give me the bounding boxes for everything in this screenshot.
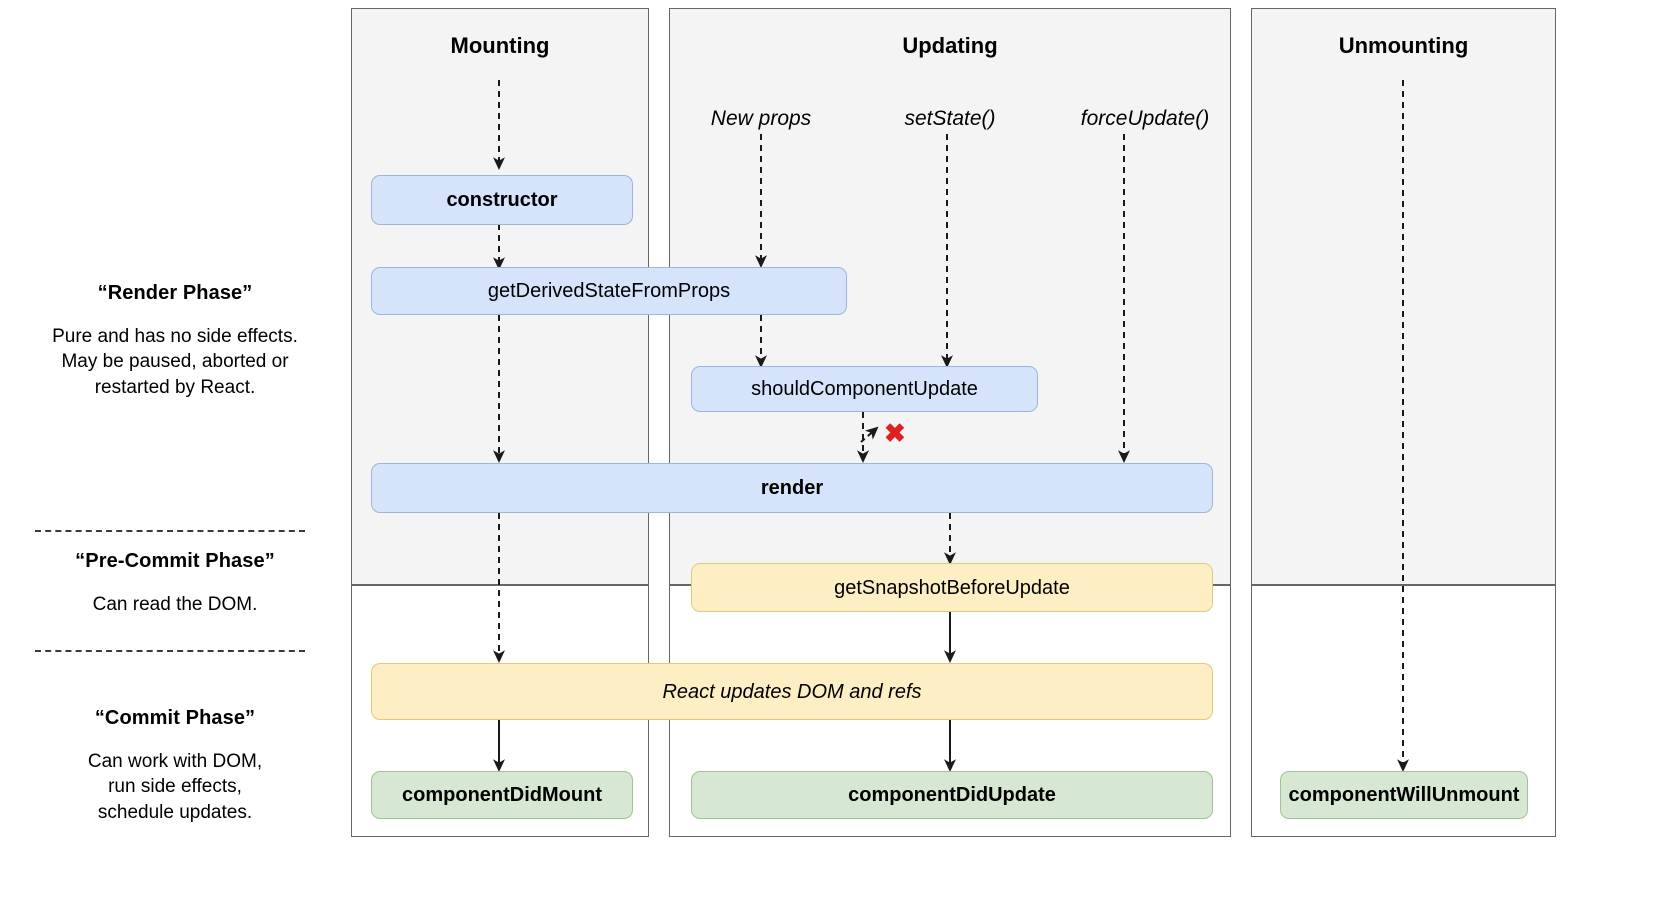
phase-commit-title: “Commit Phase” xyxy=(94,707,256,729)
trigger-set-state: setState() xyxy=(904,107,996,130)
phase-render-description: Pure and has no side effects. May be pau… xyxy=(52,326,298,398)
column-title-mounting: Mounting xyxy=(450,33,550,58)
phase-pre-commit-description: Can read the DOM. xyxy=(92,594,258,616)
node-react-updates-dom-and-refs[interactable]: React updates DOM and refs xyxy=(371,663,1213,720)
node-component-did-mount[interactable]: componentDidMount xyxy=(371,771,633,819)
phase-divider-top xyxy=(35,530,305,532)
unmounting-render-region xyxy=(1251,8,1556,585)
node-should-component-update[interactable]: shouldComponentUpdate xyxy=(691,366,1038,412)
phase-pre-commit: “Pre-Commit Phase” Can read the DOM. xyxy=(10,548,340,617)
phase-render: “Render Phase” Pure and has no side effe… xyxy=(10,280,340,400)
node-get-snapshot-before-update[interactable]: getSnapshotBeforeUpdate xyxy=(691,563,1213,612)
column-title-updating: Updating xyxy=(902,33,998,58)
node-component-did-update[interactable]: componentDidUpdate xyxy=(691,771,1213,819)
trigger-new-props: New props xyxy=(710,107,812,130)
phase-pre-commit-title: “Pre-Commit Phase” xyxy=(75,550,275,572)
phase-render-title: “Render Phase” xyxy=(97,282,253,304)
trigger-force-update: forceUpdate() xyxy=(1080,107,1210,130)
column-title-unmounting: Unmounting xyxy=(1338,33,1469,58)
skip-render-x-icon: ✖ xyxy=(884,418,906,448)
node-constructor[interactable]: constructor xyxy=(371,175,633,225)
node-render[interactable]: render xyxy=(371,463,1213,513)
phase-commit-description: Can work with DOM, run side effects, sch… xyxy=(87,751,263,823)
node-get-derived-state-from-props[interactable]: getDerivedStateFromProps xyxy=(371,267,847,315)
node-component-will-unmount[interactable]: componentWillUnmount xyxy=(1280,771,1528,819)
phase-commit: “Commit Phase” Can work with DOM, run si… xyxy=(10,705,340,825)
phase-divider-bottom xyxy=(35,650,305,652)
